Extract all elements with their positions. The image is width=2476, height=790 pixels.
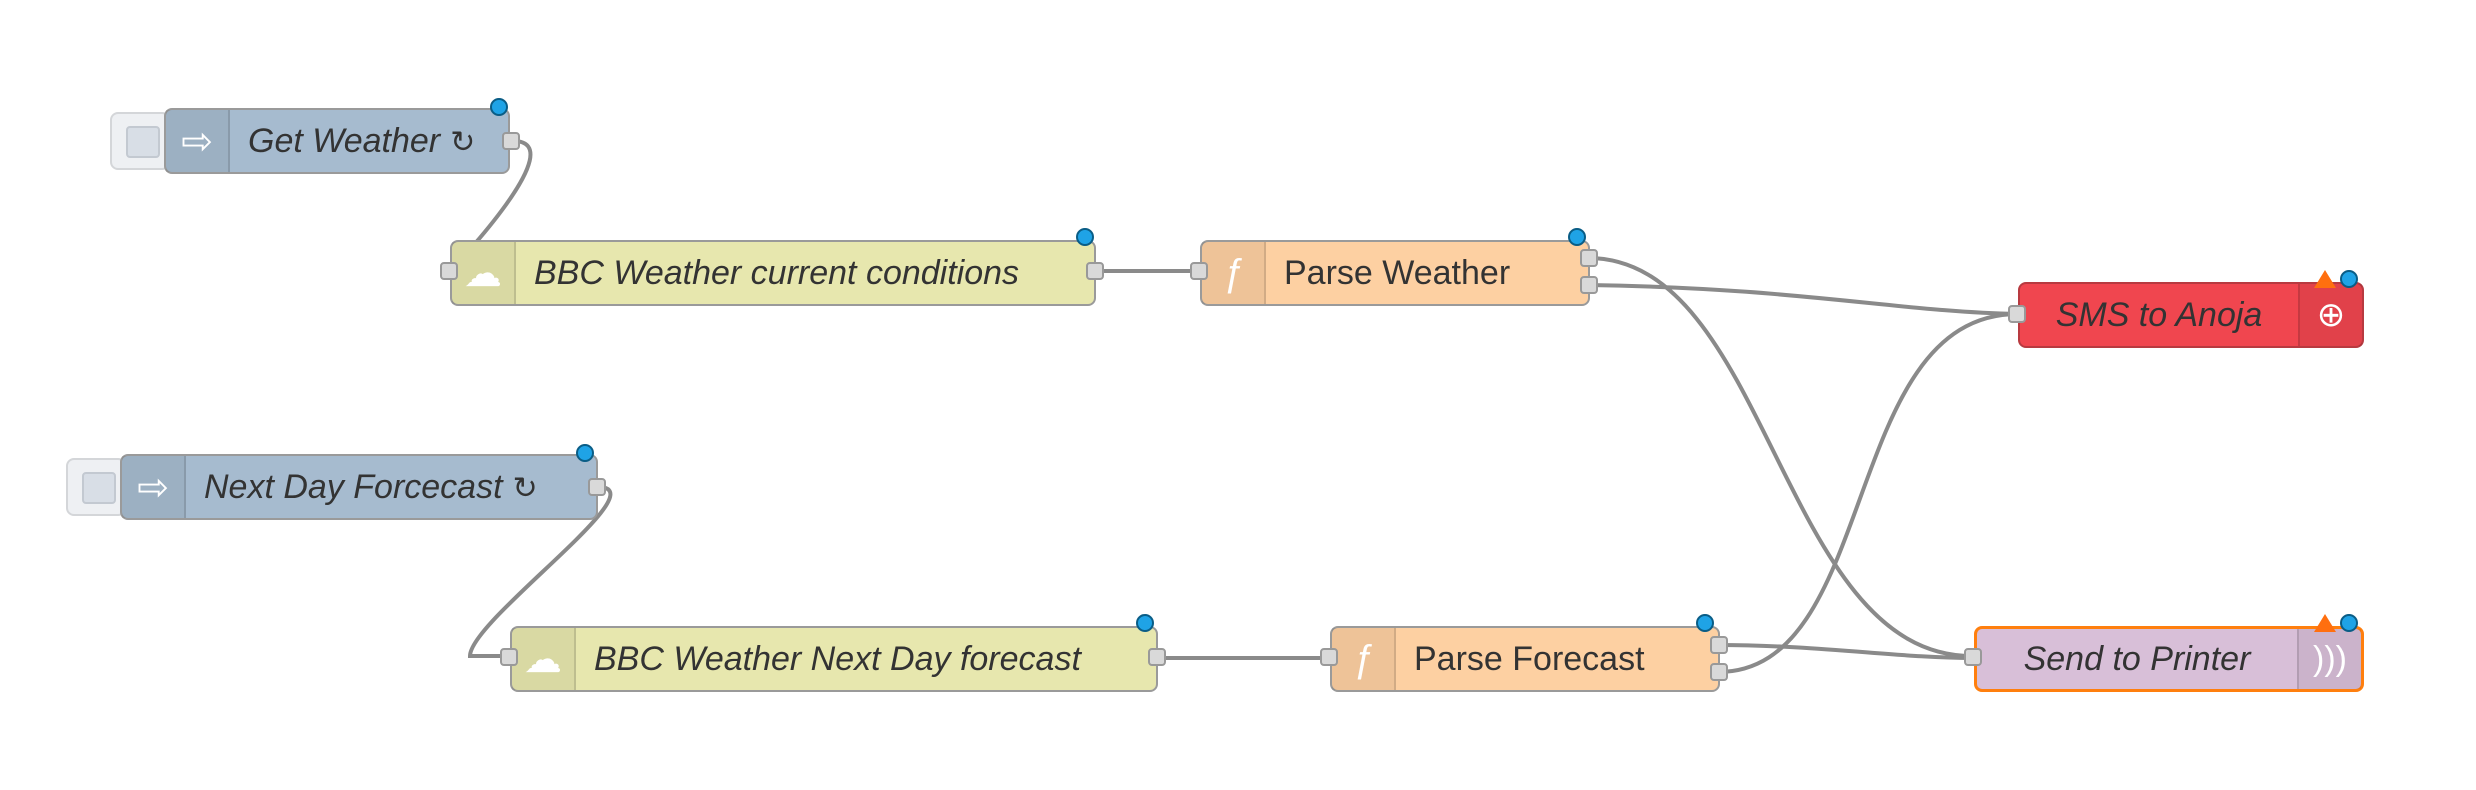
node-label: BBC Weather current conditions	[534, 253, 1020, 292]
changed-indicator	[2340, 614, 2358, 632]
node-label: BBC Weather Next Day forecast	[594, 639, 1081, 678]
changed-indicator	[490, 98, 508, 116]
wire-parse-weather-to-sms-anoja[interactable]	[1587, 283, 2019, 316]
output-port[interactable]	[502, 132, 520, 150]
error-triangle-icon	[2314, 614, 2336, 632]
inject-trigger-button[interactable]	[110, 112, 170, 170]
changed-indicator	[1696, 614, 1714, 632]
output-port[interactable]	[1086, 262, 1104, 280]
node-label: Parse Weather	[1284, 253, 1511, 292]
inject-trigger-button[interactable]	[66, 458, 126, 516]
input-port[interactable]	[1190, 262, 1208, 280]
node-label: Send to Printer	[2023, 639, 2251, 678]
node-label: Parse Forecast	[1414, 639, 1645, 678]
error-triangle-icon	[2314, 270, 2336, 288]
function-icon: ƒ	[1202, 242, 1266, 304]
weather-feed-icon: ☁	[452, 242, 516, 304]
changed-indicator	[576, 444, 594, 462]
repeat-icon: ↻	[450, 125, 476, 159]
output-port-2[interactable]	[1580, 276, 1598, 294]
wire-parse-weather-to-send-printer[interactable]	[1587, 256, 1973, 658]
function-icon: ƒ	[1332, 628, 1396, 690]
inject-arrow-icon: ⇨	[166, 110, 230, 172]
inject-arrow-icon: ⇨	[122, 456, 186, 518]
output-port[interactable]	[588, 478, 606, 496]
input-port[interactable]	[440, 262, 458, 280]
node-get-weather[interactable]: ⇨ Get Weather ↻	[164, 108, 510, 174]
inject-trigger-icon	[126, 126, 160, 158]
changed-indicator	[2340, 270, 2358, 288]
repeat-icon: ↻	[512, 471, 538, 505]
output-port-1[interactable]	[1710, 636, 1728, 654]
node-sms-anoja[interactable]: SMS to Anoja ⊕	[2018, 282, 2364, 348]
input-port[interactable]	[1964, 648, 1982, 666]
node-label: Get Weather	[248, 121, 441, 160]
node-send-printer[interactable]: Send to Printer )))	[1974, 626, 2364, 692]
node-label: SMS to Anoja	[2055, 295, 2263, 334]
input-port[interactable]	[1320, 648, 1338, 666]
node-next-day[interactable]: ⇨ Next Day Forcecast ↻	[120, 454, 598, 520]
output-port-2[interactable]	[1710, 663, 1728, 681]
node-parse-weather[interactable]: ƒ Parse Weather	[1200, 240, 1590, 306]
wire-parse-forecast-to-sms-anoja[interactable]	[1717, 312, 2019, 674]
input-port[interactable]	[2008, 305, 2026, 323]
wire-parse-forecast-to-send-printer[interactable]	[1717, 643, 1973, 660]
output-port[interactable]	[1148, 648, 1166, 666]
wire-next-day-to-bbc-next[interactable]	[467, 485, 613, 658]
changed-indicator	[1136, 614, 1154, 632]
weather-feed-icon: ☁	[512, 628, 576, 690]
node-bbc-next[interactable]: ☁ BBC Weather Next Day forecast	[510, 626, 1158, 692]
node-label: Next Day Forcecast	[204, 467, 503, 506]
node-bbc-current[interactable]: ☁ BBC Weather current conditions	[450, 240, 1096, 306]
inject-trigger-icon	[82, 472, 116, 504]
input-port[interactable]	[500, 648, 518, 666]
twilio-icon: ⊕	[2298, 284, 2362, 346]
changed-indicator	[1076, 228, 1094, 246]
output-port-1[interactable]	[1580, 249, 1598, 267]
printer-output-icon: )))	[2297, 629, 2361, 689]
changed-indicator	[1568, 228, 1586, 246]
node-parse-forecast[interactable]: ƒ Parse Forecast	[1330, 626, 1720, 692]
